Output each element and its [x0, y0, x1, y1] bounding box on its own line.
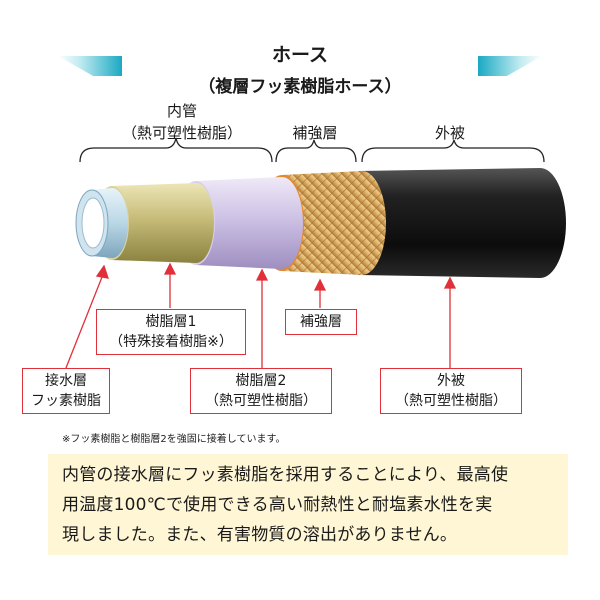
reinforcement-brace	[275, 139, 357, 163]
description-line-3: 現しました。また、有害物質の溶出がありません。	[62, 525, 458, 545]
description-line-2: 用温度100℃で使用できる高い耐熱性と耐塩素水性を実	[62, 495, 493, 515]
resin-layer-2-name: 樹脂層2	[235, 373, 287, 389]
outer-cover-callout: 外被 （熱可塑性樹脂）	[380, 368, 522, 414]
reinforcement-callout-label: 補強層	[300, 314, 342, 330]
description-box: 内管の接水層にフッ素樹脂を採用することにより、最高使 用温度100℃で使用できる…	[48, 454, 568, 555]
outer-cover-section-label: 外被	[434, 124, 465, 142]
resin-layer-2	[196, 177, 303, 269]
outer-cover-layer	[358, 168, 566, 278]
water-contact-arrowhead	[95, 264, 109, 279]
inner-tube-title: 内管	[166, 102, 197, 120]
inner-tube-material: （熱可塑性樹脂）	[121, 124, 242, 142]
reinforcement-callout: 補強層	[285, 309, 357, 335]
water-contact-callout: 接水層 フッ素樹脂	[22, 368, 110, 414]
resin-layer-1-name: 樹脂層1	[145, 314, 197, 330]
description-line-1: 内管の接水層にフッ素樹脂を採用することにより、最高使	[62, 465, 509, 485]
resin-layer-2-material: （熱可塑性樹脂）	[205, 393, 317, 409]
outer-cover-arrowhead	[443, 276, 457, 289]
inner-tube-brace	[79, 137, 273, 163]
reinforcement-arrowhead	[313, 278, 327, 291]
hose-bore	[81, 197, 105, 249]
outer-cover-name: 外被	[437, 373, 465, 389]
outer-cover-material: （熱可塑性樹脂）	[395, 393, 507, 409]
outer-cover-brace	[361, 139, 545, 163]
diagram-title: ホース	[271, 44, 329, 66]
water-contact-name: 接水層	[45, 373, 87, 389]
resin-layer-2-arrowhead	[255, 268, 269, 281]
water-contact-leader	[61, 271, 105, 379]
resin-layer-2-callout: 樹脂層2 （熱可塑性樹脂）	[190, 368, 332, 414]
adhesion-note: ※フッ素樹脂と樹脂層2を強固に接着しています。	[62, 434, 286, 445]
water-contact-material: フッ素樹脂	[31, 393, 101, 409]
reinforcement-section-label: 補強層	[292, 124, 338, 142]
diagram-subtitle: （複層フッ素樹脂ホース）	[198, 77, 402, 97]
resin-layer-1-arrowhead	[163, 262, 177, 275]
inner-tube-label: 内管 （熱可塑性樹脂）	[92, 100, 272, 144]
resin-layer-1-material: （特殊接着樹脂※）	[109, 334, 233, 350]
resin-layer-1	[112, 183, 214, 263]
reinforcement-layer	[282, 171, 386, 275]
resin-layer-1-callout: 樹脂層1 （特殊接着樹脂※）	[96, 309, 246, 355]
